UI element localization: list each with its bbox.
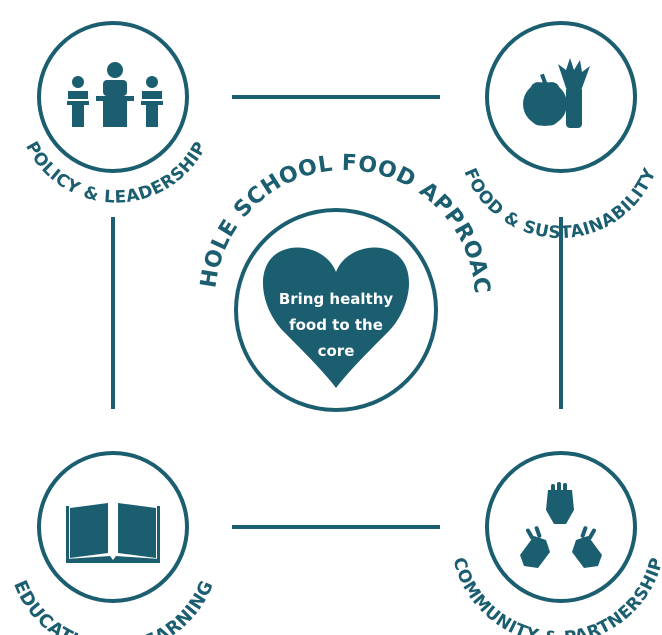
heart-line-2: food to the [289,316,383,334]
node-circle [37,451,189,603]
node-circle [37,21,189,173]
node-circle [485,451,637,603]
node-education-learning: EDUCATION & LEARNING [9,451,218,635]
node-label-food: FOOD & SUSTAINABILITY [460,165,661,243]
podium-people-icon [67,62,163,127]
node-circle [485,21,637,173]
center-hub: WHOLE SCHOOL FOOD APPROACH Bring healthy… [0,0,494,412]
three-hands-icon [520,482,602,568]
heart-line-1: Bring healthy [279,290,394,308]
connector-lines [111,95,563,529]
center-title: WHOLE SCHOOL FOOD APPROACH [0,0,494,295]
node-label-policy: POLICY & LEADERSHIP [21,138,211,207]
open-book-icon [66,503,160,563]
node-policy-leadership: POLICY & LEADERSHIP [21,21,211,208]
node-label-community: COMMUNITY & PARTNERSHIP [448,555,662,635]
pumpkin-leek-icon [523,58,590,128]
node-label-education: EDUCATION & LEARNING [9,577,218,635]
node-food-sustainability: FOOD & SUSTAINABILITY [460,21,661,243]
center-circle [234,208,438,412]
heart-icon [262,247,410,388]
heart-line-3: core [318,342,355,360]
node-community-partnership: COMMUNITY & PARTNERSHIP [448,451,662,635]
